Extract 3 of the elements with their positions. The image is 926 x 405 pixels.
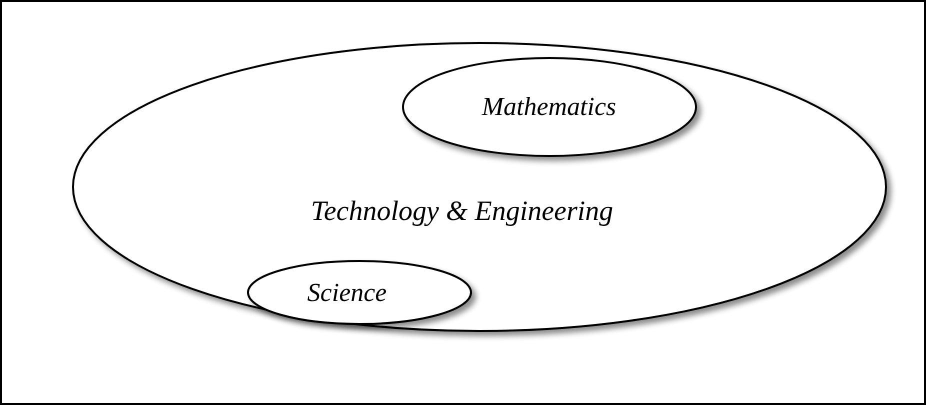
- set-label: Science: [307, 278, 387, 308]
- set-label: Technology & Engineering: [310, 196, 614, 228]
- set-label: Mathematics: [482, 92, 616, 122]
